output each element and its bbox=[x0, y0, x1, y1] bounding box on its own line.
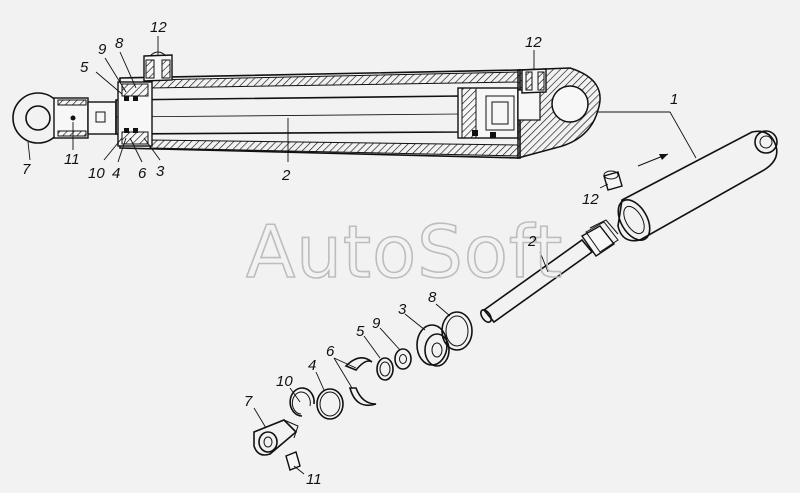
seal-5 bbox=[376, 357, 394, 381]
callout-7-top: 7 bbox=[22, 161, 31, 178]
callouts: 12 12 9 8 5 7 11 10 4 6 3 2 1 12 2 8 3 9… bbox=[22, 19, 678, 488]
callout-12-top-right: 12 bbox=[525, 34, 542, 51]
callout-12-top-left: 12 bbox=[150, 19, 167, 36]
exploded-piston bbox=[580, 225, 616, 257]
half-ring-6b bbox=[348, 387, 377, 407]
pin-11 bbox=[285, 451, 301, 471]
small-fitting bbox=[603, 171, 623, 191]
half-ring-6a bbox=[344, 357, 373, 371]
callout-8-top: 8 bbox=[115, 35, 124, 52]
callout-3-exploded: 3 bbox=[398, 301, 407, 318]
callout-5-top: 5 bbox=[80, 59, 89, 76]
callout-4-top: 4 bbox=[112, 165, 120, 182]
cylinder-body bbox=[617, 130, 778, 242]
callout-9-exploded: 9 bbox=[372, 315, 381, 332]
washer-9 bbox=[394, 348, 412, 370]
ring-4 bbox=[316, 388, 344, 420]
callout-10-exploded: 10 bbox=[276, 373, 293, 390]
callout-2-exploded: 2 bbox=[527, 233, 537, 250]
callout-11-top: 11 bbox=[64, 151, 80, 168]
callout-5-exploded: 5 bbox=[356, 323, 365, 340]
rod-eye-inner bbox=[25, 105, 51, 131]
cylinder-eye bbox=[754, 130, 778, 154]
callout-11-exploded: 11 bbox=[306, 471, 322, 488]
callout-6-exploded: 6 bbox=[326, 343, 335, 360]
callout-12-exploded: 12 bbox=[582, 191, 599, 208]
callout-9-top: 9 bbox=[98, 41, 107, 58]
callout-7-exploded: 7 bbox=[244, 393, 253, 410]
cylinder-bore bbox=[617, 199, 651, 241]
cylinder-section-view bbox=[12, 51, 601, 159]
leader-lines bbox=[27, 36, 697, 475]
callout-2-top: 2 bbox=[281, 167, 291, 184]
callout-1: 1 bbox=[670, 91, 678, 108]
end-eye bbox=[551, 85, 589, 123]
callout-4-exploded: 4 bbox=[308, 357, 316, 374]
watermark-text: AutoSoft bbox=[246, 210, 563, 294]
callout-8-exploded: 8 bbox=[428, 289, 437, 306]
pin-hole bbox=[70, 115, 76, 121]
callout-3-top: 3 bbox=[156, 163, 165, 180]
rod-neck bbox=[87, 101, 117, 135]
rod-end-7 bbox=[253, 419, 298, 456]
exploded-view bbox=[253, 130, 778, 471]
callout-6-top: 6 bbox=[138, 165, 147, 182]
snap-ring-10 bbox=[289, 387, 315, 417]
callout-10-top: 10 bbox=[88, 165, 105, 182]
gland-3 bbox=[416, 324, 448, 366]
